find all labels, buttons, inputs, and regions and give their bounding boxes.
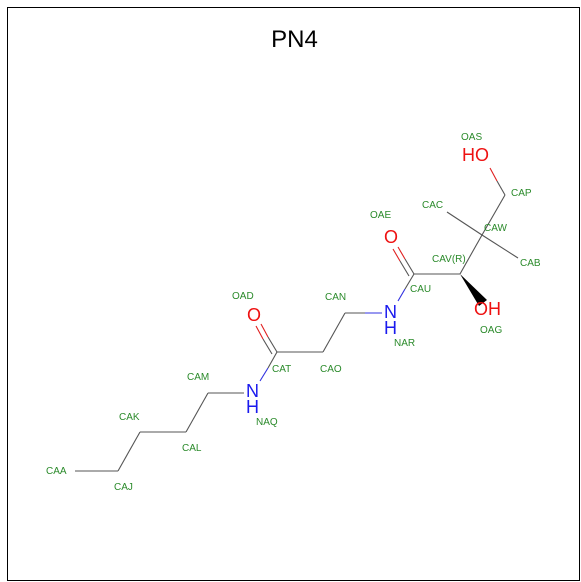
label-CAP: CAP <box>511 188 532 199</box>
label-CAV: CAV(R) <box>432 254 466 265</box>
bond-NAR-CAU-b <box>404 273 415 290</box>
label-CAN: CAN <box>325 292 346 303</box>
bond-CAL-CAM <box>185 392 209 433</box>
label-CAB: CAB <box>520 258 541 269</box>
bond-CAV-OAG-wedge <box>460 274 487 306</box>
bond-CAU-OAE-1r <box>397 246 406 260</box>
label-NAR: NAR <box>394 338 415 349</box>
label-CAO: CAO <box>320 364 342 375</box>
label-OAS: OAS <box>461 132 482 143</box>
bond-NAQ-CAT <box>259 367 269 382</box>
bond-CAP-OAS-r <box>489 167 498 182</box>
atom-symbols: O N H O N H OH HO <box>246 145 501 417</box>
label-CAT: CAT <box>272 364 291 375</box>
atom-hydroxyl-OAS: HO <box>462 145 489 165</box>
bond-NAR-CAU <box>397 288 406 302</box>
bond-NAQ-CAT-b <box>267 351 278 369</box>
atom-nitrogen-NAQ-h: H <box>246 397 259 417</box>
label-CAK: CAK <box>119 412 140 423</box>
bond-CAT-OAD-1r <box>260 323 269 338</box>
bond-CAT-OAD-1 <box>267 336 278 353</box>
bonds <box>75 167 519 472</box>
bond-CAT-OAD-2 <box>262 338 273 355</box>
bond-CAW-CAP <box>481 194 506 236</box>
label-NAQ: NAQ <box>256 417 278 428</box>
atom-nitrogen-NAQ-n: N <box>246 381 259 401</box>
bond-CAP-OAS <box>496 180 506 196</box>
bond-CAO-CAN <box>322 312 346 353</box>
label-CAC: CAC <box>422 200 443 211</box>
label-OAE: OAE <box>370 210 391 221</box>
bond-CAJ-CAK <box>117 431 141 472</box>
atom-oxygen-OAE: O <box>384 227 398 247</box>
label-CAW: CAW <box>484 223 508 234</box>
bond-CAV-CAW <box>459 234 483 275</box>
label-CAL: CAL <box>182 443 202 454</box>
bond-CAU-OAE-2r <box>392 248 401 262</box>
bond-CAW-CAB <box>481 234 519 259</box>
atom-oxygen-OAD: O <box>247 305 261 325</box>
label-CAA: CAA <box>46 466 67 477</box>
atom-labels: CAA CAJ CAL CAK CAM NAQ CAT OAD CAO CAN … <box>46 132 541 493</box>
label-CAM: CAM <box>187 372 209 383</box>
atom-hydroxyl-OAG: OH <box>474 299 501 319</box>
label-CAJ: CAJ <box>114 482 133 493</box>
diagram-frame: PN4 <box>7 7 580 581</box>
label-OAG: OAG <box>480 325 502 336</box>
diagram-title: PN4 <box>271 26 318 53</box>
bond-CAU-OAE-2 <box>399 260 410 277</box>
atom-nitrogen-NAR-h: H <box>384 318 397 338</box>
label-CAU: CAU <box>410 284 431 295</box>
bond-CAU-OAE-1 <box>404 258 415 275</box>
atom-nitrogen-NAR-n: N <box>384 302 397 322</box>
bond-CAW-CAC <box>446 211 483 236</box>
bond-CAT-OAD-2r <box>255 325 264 340</box>
label-OAD: OAD <box>232 291 254 302</box>
